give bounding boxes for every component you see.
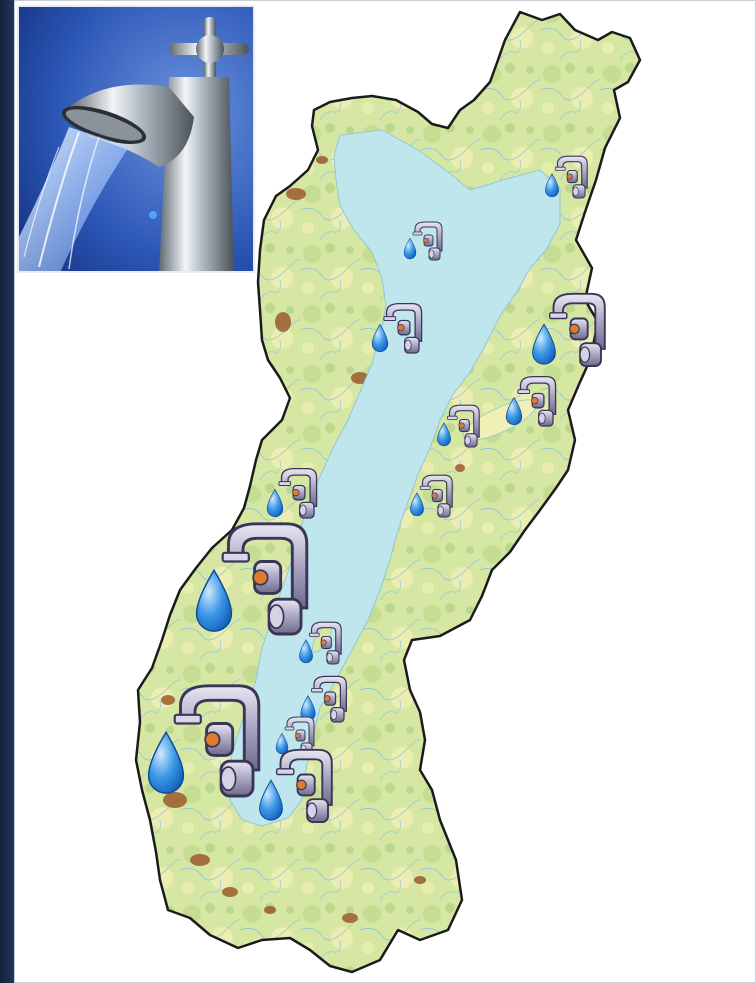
faucet-icon: [437, 404, 480, 448]
faucet-icon: [275, 716, 315, 756]
faucet-icon: [532, 292, 606, 367]
faucet-icon: [195, 522, 309, 636]
faucet-icon: [300, 675, 348, 723]
faucet-photo: [17, 5, 255, 273]
hill-patches: [161, 156, 465, 923]
faucet-icon: [147, 684, 261, 798]
faucet-icon: [266, 467, 318, 519]
left-border: [0, 0, 14, 983]
faucet-icon: [545, 155, 588, 199]
faucet-markers: [147, 155, 606, 823]
faucet-icon: [259, 748, 333, 823]
faucet-icon: [371, 302, 423, 354]
faucet-icon: [505, 375, 557, 427]
faucet-icon: [410, 474, 453, 518]
faucet-icon: [299, 621, 342, 665]
faucet-icon: [403, 221, 443, 261]
